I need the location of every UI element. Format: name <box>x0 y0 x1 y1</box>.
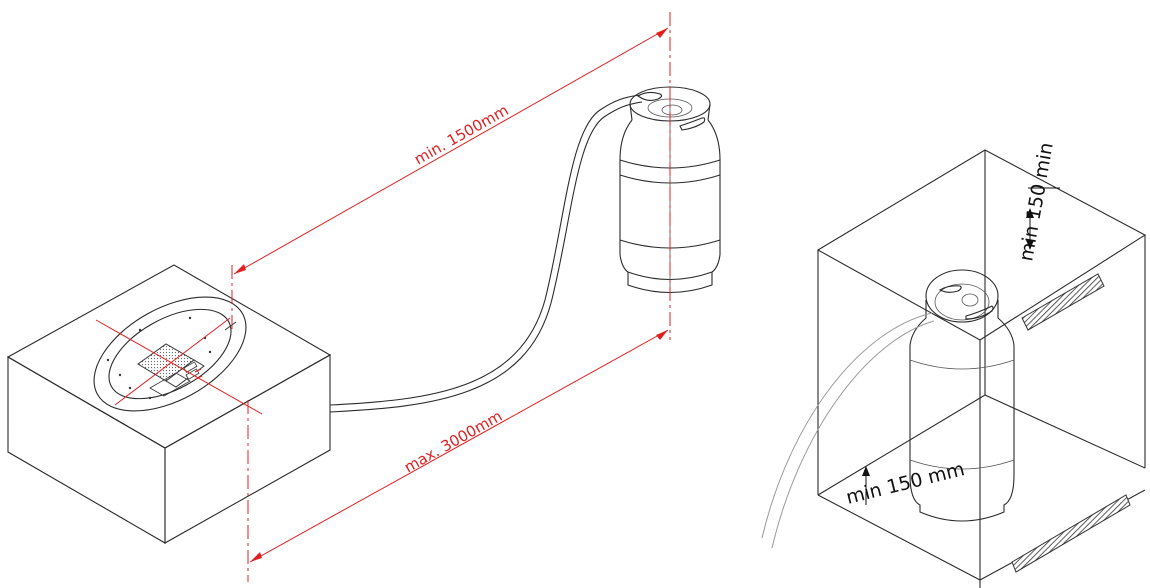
dimension-max-distance: max. 3000mm <box>247 329 669 582</box>
upper-vent <box>1021 273 1105 331</box>
fire-pit-table <box>6 264 332 544</box>
min-distance-line <box>233 27 669 275</box>
enclosure-hose <box>761 312 935 549</box>
max-distance-line <box>249 329 669 563</box>
clearance-bottom-label: min 150 mm <box>844 458 967 509</box>
burner-ring-outer <box>93 296 247 412</box>
enclosure-gas-bottle <box>909 269 1015 522</box>
gas-hose <box>329 94 643 413</box>
enclosure-top <box>816 149 1147 341</box>
center-line-1 <box>95 319 263 415</box>
lower-vent <box>1011 494 1131 573</box>
clearance-bottom-dimension: min 150 mm <box>844 458 967 509</box>
clearance-top-dimension: min 150 min <box>1015 141 1060 263</box>
burner-unit <box>137 343 205 397</box>
burner-ring-inner <box>108 308 232 400</box>
dimension-min-distance: min. 1500mm <box>231 12 671 340</box>
bottle-enclosure <box>816 149 1147 588</box>
max-distance-label: max. 3000mm <box>401 407 505 477</box>
min-distance-label: min. 1500mm <box>411 101 511 168</box>
table-right-face <box>164 354 331 544</box>
enclosure-bottle-collar <box>925 269 999 323</box>
center-line-2 <box>114 317 231 406</box>
clearance-top-label: min 150 min <box>1015 141 1058 263</box>
